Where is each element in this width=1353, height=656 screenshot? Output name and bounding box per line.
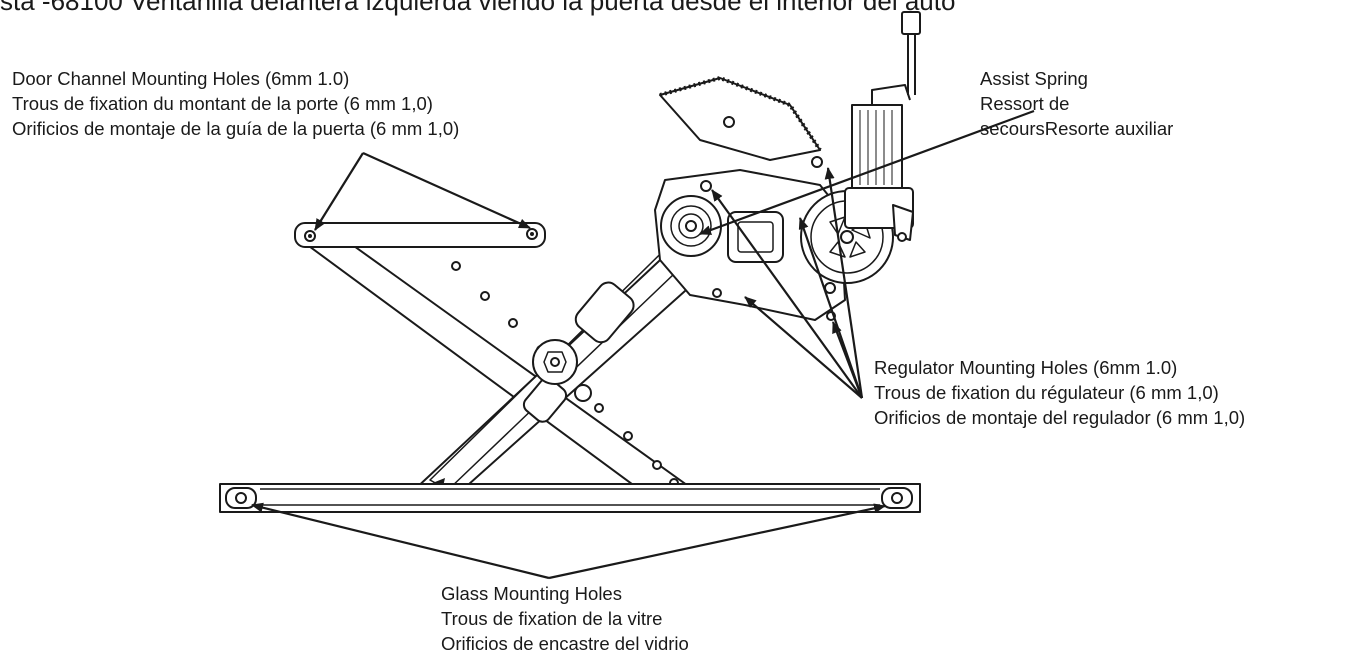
assist-spring-label-fr: Ressort de [980, 93, 1070, 114]
pivot-gear [532, 339, 592, 402]
glass-channel [219, 483, 921, 513]
regulator-label-es: Orificios de montaje del regulador (6 mm… [874, 407, 1246, 428]
door-channel-label-en: Door Channel Mounting Holes (6mm 1.0) [12, 68, 350, 89]
glass-label: Glass Mounting Holes Trous de fixation d… [441, 581, 689, 656]
regulator-label: Regulator Mounting Holes (6mm 1.0) Trous… [874, 355, 1245, 430]
arrow-door-right [362, 151, 531, 230]
door-channel-bracket [294, 222, 546, 248]
door-channel-label-es: Orificios de montaje de la guía de la pu… [12, 118, 460, 139]
glass-label-en: Glass Mounting Holes [441, 583, 622, 604]
regulator-label-fr: Trous de fixation du régulateur (6 mm 1,… [874, 382, 1219, 403]
arrow-reg-2 [744, 296, 863, 399]
glass-label-es: Orificios de encastre del vidrio [441, 633, 689, 654]
arrow-reg-1 [711, 189, 863, 399]
assist-spring-label-en: Assist Spring [980, 68, 1088, 89]
glass-label-fr: Trous de fixation de la vitre [441, 608, 663, 629]
arrow-door-left [314, 152, 364, 231]
regulator-label-en: Regulator Mounting Holes (6mm 1.0) [874, 357, 1178, 378]
sector-gear [659, 76, 822, 161]
arrow-assist-spring [699, 109, 1035, 236]
assist-spring-label: Assist Spring Ressort de secoursResorte … [980, 66, 1173, 141]
drive-plate [654, 156, 846, 321]
arrow-reg-5 [831, 321, 864, 399]
door-channel-label-fr: Trous de fixation du montant de la porte… [12, 93, 433, 114]
callout-arrows [251, 109, 1035, 580]
diagram-title: sta -68100 Ventanilla delantera izquierd… [0, 0, 956, 16]
arrow-glass-right [548, 503, 886, 580]
arrow-glass-left [251, 502, 550, 580]
arrow-reg-4 [824, 167, 864, 399]
door-channel-label: Door Channel Mounting Holes (6mm 1.0) Tr… [12, 66, 459, 141]
motor [800, 11, 921, 284]
assist-spring-label-es: secoursResorte auxiliar [980, 118, 1174, 139]
